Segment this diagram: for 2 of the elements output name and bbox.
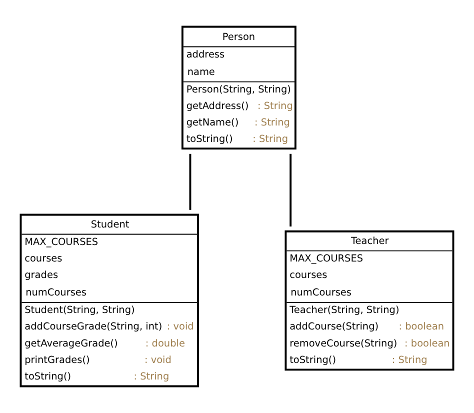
connector (189, 154, 192, 210)
connector (290, 154, 292, 226)
